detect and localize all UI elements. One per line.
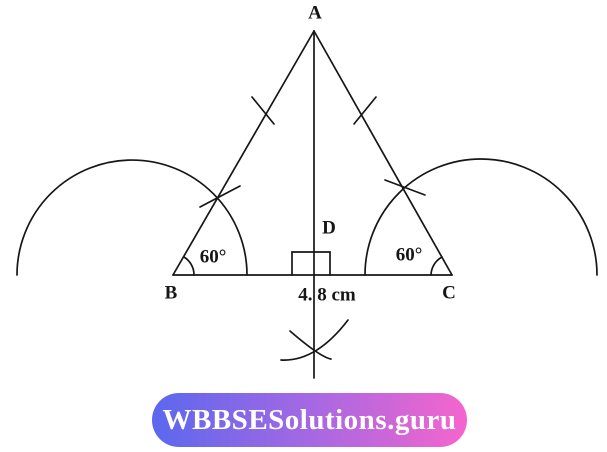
watermark-text: WBBSESolutions.guru — [162, 403, 457, 436]
bisector-arc-from-b — [289, 330, 332, 360]
left-construction-arc — [16, 159, 248, 276]
angle-label-c: 60° — [395, 244, 423, 266]
right-angle-mark — [291, 251, 331, 276]
tick-mark-ac-lower — [384, 179, 426, 196]
side-ab-line — [172, 30, 315, 276]
side-ac-line — [313, 30, 453, 276]
base-measure-label: 4. 8 cm — [298, 284, 356, 306]
angle-arc-b — [183, 256, 195, 276]
right-construction-arc — [364, 158, 598, 276]
tick-mark-ac-upper — [353, 96, 377, 125]
tick-mark-ab-upper — [251, 96, 275, 125]
angle-arc-c — [430, 256, 443, 276]
vertex-label-d: D — [322, 217, 336, 239]
vertex-label-b: B — [164, 282, 178, 304]
angle-label-b: 60° — [199, 246, 227, 268]
tick-mark-ab-lower — [199, 185, 241, 208]
vertex-label-c: C — [442, 282, 456, 304]
vertex-label-a: A — [308, 2, 322, 24]
watermark-pill: WBBSESolutions.guru — [152, 393, 467, 447]
